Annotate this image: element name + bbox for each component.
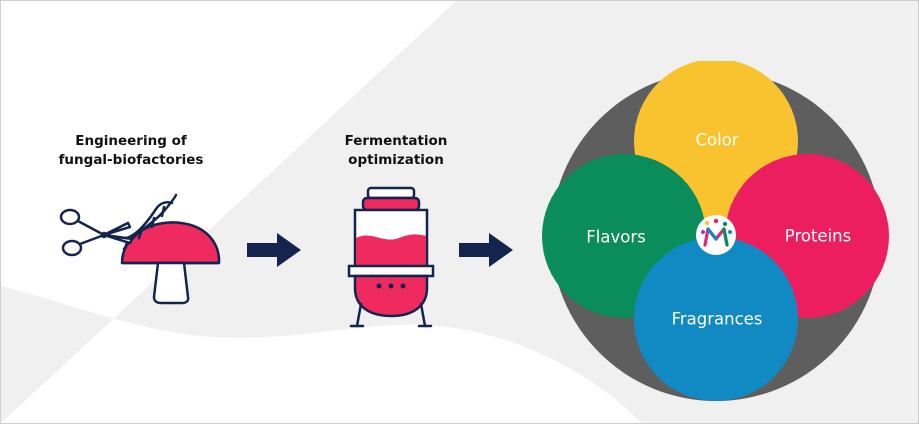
arrow-right-icon bbox=[459, 233, 513, 267]
product-circles bbox=[542, 61, 889, 401]
step-engineering-label: Engineering of fungal-biofactories bbox=[58, 133, 204, 168]
proteins-label: Proteins bbox=[784, 226, 852, 246]
engineering-icon bbox=[59, 193, 221, 305]
fragrances-circle bbox=[634, 237, 798, 401]
arrow-right-icon bbox=[247, 233, 301, 267]
logo-icon bbox=[696, 215, 736, 255]
fragrances-label: Fragrances bbox=[671, 309, 763, 329]
step-fermentation-label: Fermentation optimization bbox=[344, 133, 448, 168]
fermenter-icon bbox=[347, 186, 435, 328]
color-label: Color bbox=[695, 130, 739, 150]
flavors-label: Flavors bbox=[586, 227, 646, 247]
scissors-icon bbox=[59, 208, 134, 257]
